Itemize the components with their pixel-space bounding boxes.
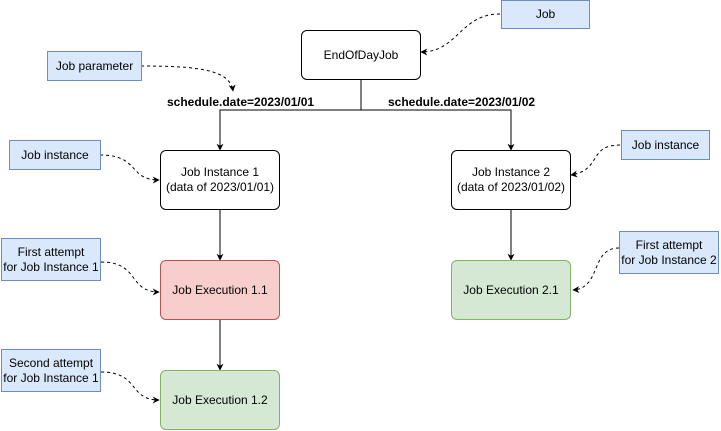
note-first-attempt-2: First attempt for Job Instance 2 bbox=[619, 231, 719, 274]
job-execution-1-1-label: Job Execution 1.1 bbox=[172, 282, 268, 297]
job-instance-1-title: Job Instance 1 bbox=[180, 165, 260, 179]
note-job-instance-right: Job instance bbox=[621, 130, 710, 160]
note-job-instance-left: Job instance bbox=[9, 140, 101, 170]
note-job-instance-left-label: Job instance bbox=[21, 147, 89, 162]
edge-label-param-1: schedule.date=2023/01/01 bbox=[167, 95, 315, 109]
note-job-instance-right-label: Job instance bbox=[631, 137, 700, 152]
job-node: EndOfDayJob bbox=[301, 30, 421, 80]
note-first-attempt-2-line2: for Job Instance 2 bbox=[621, 252, 717, 267]
note-edge-instance-right bbox=[570, 144, 621, 178]
job-execution-2-1-node: Job Execution 2.1 bbox=[451, 260, 571, 320]
job-instance-2-title: Job Instance 2 bbox=[471, 165, 551, 179]
job-instance-1-node: Job Instance 1 (data of 2023/01/01) bbox=[160, 150, 280, 210]
edge-label-param-2: schedule.date=2023/01/02 bbox=[388, 95, 536, 109]
note-edge-job-parameter bbox=[140, 65, 236, 92]
note-second-attempt-1-line1: Second attempt bbox=[8, 355, 94, 370]
note-job-label: Job bbox=[535, 7, 556, 21]
note-second-attempt-1-line2: for Job Instance 1 bbox=[3, 370, 99, 385]
job-execution-1-2-label: Job Execution 1.2 bbox=[172, 392, 268, 407]
job-node-label: EndOfDayJob bbox=[323, 47, 399, 62]
note-job-parameter: Job parameter bbox=[47, 51, 142, 81]
note-first-attempt-1-line2: for Job Instance 1 bbox=[3, 259, 99, 274]
note-edge-instance-left bbox=[99, 154, 160, 184]
note-first-attempt-1: First attempt for Job Instance 1 bbox=[1, 238, 101, 281]
note-first-attempt-2-line1: First attempt bbox=[635, 237, 703, 252]
note-first-attempt-1-line1: First attempt bbox=[17, 244, 85, 259]
note-edge-job bbox=[420, 13, 501, 56]
note-edge-first-attempt-1 bbox=[100, 261, 160, 296]
note-edge-second-attempt-1 bbox=[100, 371, 160, 404]
job-instance-2-node: Job Instance 2 (data of 2023/01/02) bbox=[451, 150, 571, 210]
note-job-parameter-label: Job parameter bbox=[55, 58, 134, 73]
job-execution-2-1-label: Job Execution 2.1 bbox=[463, 282, 559, 297]
job-execution-1-2-node: Job Execution 1.2 bbox=[160, 370, 280, 430]
job-instance-2-subtitle: (data of 2023/01/02) bbox=[456, 180, 566, 194]
note-job: Job bbox=[501, 0, 590, 29]
note-edge-first-attempt-2 bbox=[572, 247, 620, 294]
edge-job-to-instance2 bbox=[361, 109, 515, 151]
edge-job-to-split bbox=[216, 80, 362, 151]
job-instance-1-subtitle: (data of 2023/01/01) bbox=[165, 180, 275, 194]
job-execution-1-1-node: Job Execution 1.1 bbox=[160, 260, 280, 320]
note-second-attempt-1: Second attempt for Job Instance 1 bbox=[1, 349, 101, 392]
